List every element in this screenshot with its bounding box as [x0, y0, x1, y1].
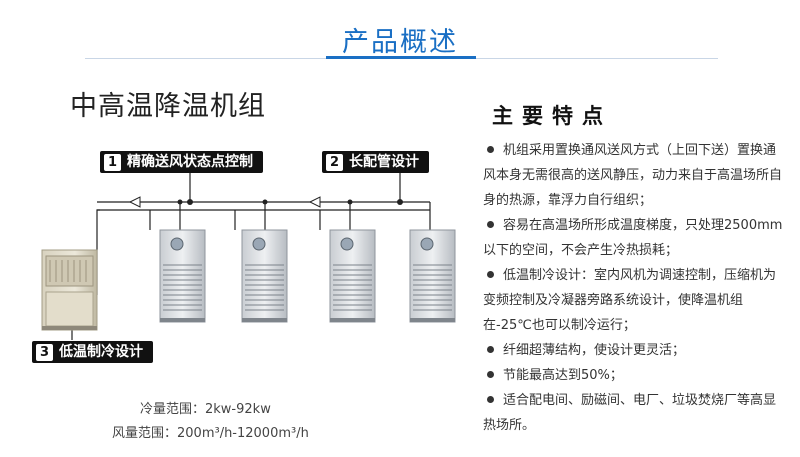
feature-label-1-number: 1: [104, 153, 121, 171]
feature-item-text: 机组采用置换通风送风方式（上回下送）置换通风本身无需很高的送风静压，动力来自于高…: [483, 143, 783, 208]
outdoor-condensing-unit-icon: [41, 249, 98, 331]
indoor-unit-2: [241, 229, 288, 323]
air-volume-spec: 风量范围：200m³/h-12000m³/h: [112, 426, 309, 441]
indoor-unit-3: [329, 229, 376, 323]
feature-label-3-number: 3: [36, 343, 53, 361]
feature-label-2-number: 2: [326, 153, 343, 171]
feature-item-text: 节能最高达到50%；: [503, 368, 623, 383]
pipe-joints: [177, 199, 403, 205]
feature-label-1: 1 精确送风状态点控制: [100, 151, 263, 173]
feature-label-3: 3 低温制冷设计: [32, 341, 153, 363]
indoor-unit-4: [409, 229, 456, 323]
feature-item: 纤细超薄结构，使设计更灵活；: [483, 338, 788, 363]
bullet-icon: [487, 146, 494, 153]
bullet-icon: [487, 371, 494, 378]
feature-item: 容易在高温场所形成温度梯度，只处理2500mm以下的空间，不会产生冷热损耗；: [483, 213, 788, 263]
bullet-icon: [487, 271, 494, 278]
feature-item: 节能最高达到50%；: [483, 363, 788, 388]
feature-item-text: 纤细超薄结构，使设计更灵活；: [503, 343, 686, 358]
feature-label-1-text: 精确送风状态点控制: [127, 154, 253, 170]
feature-item: 机组采用置换通风送风方式（上回下送）置换通风本身无需很高的送风静压，动力来自于高…: [483, 138, 788, 213]
feature-label-3-text: 低温制冷设计: [59, 344, 143, 360]
feature-item-text: 容易在高温场所形成温度梯度，只处理2500mm以下的空间，不会产生冷热损耗；: [483, 218, 783, 258]
bullet-icon: [487, 346, 494, 353]
bullet-icon: [487, 396, 494, 403]
feature-item: 适合配电间、励磁间、电厂、垃圾焚烧厂等高显热场所。: [483, 388, 788, 438]
indoor-unit-1: [159, 229, 206, 323]
features-title: 主要特点: [492, 103, 612, 128]
feature-item-text: 低温制冷设计：室内风机为调速控制，压缩机为变频控制及冷凝器旁路系统设计，使降温机…: [483, 268, 777, 333]
cooling-capacity-spec: 冷量范围：2kw-92kw: [140, 402, 271, 417]
features-list: 机组采用置换通风送风方式（上回下送）置换通风本身无需很高的送风静压，动力来自于高…: [483, 138, 788, 438]
feature-label-2: 2 长配管设计: [322, 151, 429, 173]
bullet-icon: [487, 221, 494, 228]
feature-item: 低温制冷设计：室内风机为调速控制，压缩机为变频控制及冷凝器旁路系统设计，使降温机…: [483, 263, 788, 338]
feature-item-text: 适合配电间、励磁间、电厂、垃圾焚烧厂等高显热场所。: [483, 393, 777, 433]
feature-label-2-text: 长配管设计: [349, 154, 419, 170]
title-accent-bar: [326, 56, 476, 59]
product-name: 中高温降温机组: [70, 91, 266, 122]
page-title: 产品概述: [342, 27, 458, 58]
refrigerant-pipes: [71, 170, 431, 340]
flow-arrows: [128, 196, 321, 208]
system-diagram: [41, 170, 456, 340]
